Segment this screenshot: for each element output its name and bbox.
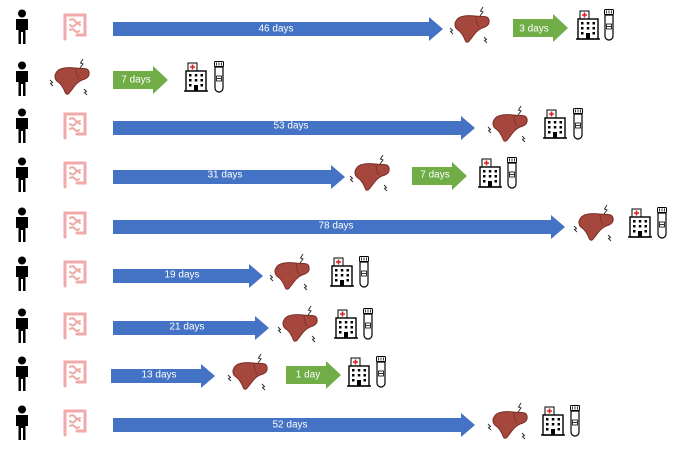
liver-icon (348, 153, 396, 195)
onset-arrow-label: 53 days (273, 120, 309, 132)
hospital-icon (478, 158, 502, 188)
hospital-icon (628, 208, 652, 238)
liver-icon (448, 5, 496, 47)
hospital-icon (541, 406, 565, 436)
onset-arrow (111, 364, 215, 388)
intestine-icon (60, 9, 90, 43)
blood-tube-icon (569, 405, 581, 437)
liver-icon (48, 57, 96, 99)
liver-icon (572, 203, 620, 245)
patient-row: 52 days (0, 399, 680, 449)
hospital-arrow (113, 66, 168, 94)
onset-arrow (113, 215, 565, 239)
person-icon (12, 405, 32, 441)
person-icon (12, 356, 32, 392)
intestine-icon (60, 157, 90, 191)
blood-tube-icon (572, 108, 584, 140)
blood-tube-icon (506, 157, 518, 189)
patient-row: 53 days (0, 102, 680, 152)
blood-tube-icon (362, 308, 374, 340)
intestine-icon (60, 356, 90, 390)
onset-arrow (113, 17, 443, 41)
onset-arrow-label: 31 days (207, 169, 243, 181)
hospital-arrow (286, 361, 341, 389)
onset-arrow-label: 13 days (141, 369, 177, 381)
hospital-arrow-label: 3 days (519, 23, 549, 35)
onset-arrow (113, 413, 475, 437)
patient-row: 13 days 1 day (0, 350, 680, 400)
intestine-icon (60, 108, 90, 142)
onset-arrow-label: 46 days (258, 23, 294, 35)
hospital-icon (576, 10, 600, 40)
onset-arrow-label: 19 days (164, 269, 200, 281)
hospital-arrow-label: 7 days (420, 169, 450, 181)
hospital-icon (543, 109, 567, 139)
liver-icon (268, 252, 316, 294)
intestine-icon (60, 207, 90, 241)
person-icon (12, 61, 32, 97)
hospital-arrow-label: 7 days (121, 74, 151, 86)
intestine-icon (60, 308, 90, 342)
hospital-icon (330, 257, 354, 287)
blood-tube-icon (603, 9, 615, 41)
hospital-arrow (513, 14, 568, 42)
onset-arrow (113, 116, 475, 140)
onset-arrow (113, 316, 269, 340)
patient-row: 78 days (0, 201, 680, 251)
onset-arrow (113, 264, 263, 288)
patient-row: 7 days (0, 55, 680, 105)
intestine-icon (60, 256, 90, 290)
person-icon (12, 207, 32, 243)
onset-arrow (113, 165, 345, 189)
onset-arrow-label: 78 days (318, 220, 354, 232)
hospital-arrow-label: 1 day (295, 369, 321, 381)
onset-arrow-label: 21 days (169, 321, 205, 333)
person-icon (12, 308, 32, 344)
patient-row: 21 days (0, 302, 680, 352)
liver-icon (486, 104, 534, 146)
liver-icon (486, 401, 534, 443)
person-icon (12, 157, 32, 193)
liver-icon (226, 352, 274, 394)
person-icon (12, 256, 32, 292)
patient-row: 31 days 7 days (0, 151, 680, 201)
person-icon (12, 9, 32, 45)
blood-tube-icon (213, 61, 225, 93)
person-icon (12, 108, 32, 144)
hospital-arrow (412, 162, 467, 190)
intestine-icon (60, 405, 90, 439)
liver-icon (276, 304, 324, 346)
patient-row: 46 days 3 days (0, 3, 680, 53)
blood-tube-icon (656, 207, 668, 239)
hospital-icon (334, 309, 358, 339)
hospital-icon (347, 357, 371, 387)
blood-tube-icon (358, 256, 370, 288)
onset-arrow-label: 52 days (272, 419, 308, 431)
blood-tube-icon (375, 356, 387, 388)
hospital-icon (184, 62, 208, 92)
patient-row: 19 days (0, 250, 680, 300)
